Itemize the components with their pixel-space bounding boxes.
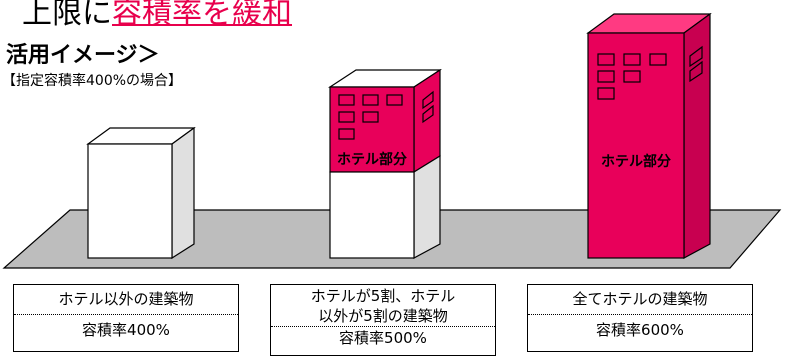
label-box-all-hotel: 全てホテルの建築物 容積率600% — [527, 284, 753, 352]
hotel-portion-label-2: ホテル部分 — [337, 151, 407, 168]
building-1-side — [171, 126, 195, 260]
label-box-half-hotel: ホテルが5割、ホテル 以外が5割の建築物 容積率500% — [270, 284, 496, 356]
hotel-portion-label-3: ホテル部分 — [601, 153, 671, 170]
label-1-line1: ホテル以外の建築物 — [58, 290, 194, 308]
condition-note: 【指定容積率400%の場合】 — [2, 73, 183, 89]
title-emphasis: 容積率を緩和 — [112, 0, 292, 31]
building-3-front — [587, 32, 685, 259]
label-2-line2: 以外が5割の建築物 — [318, 307, 448, 325]
label-far-1: 容積率400% — [82, 321, 170, 339]
building-non-hotel — [86, 126, 196, 260]
title-prefix: 上限に — [22, 0, 112, 31]
building-2-lower-side — [413, 154, 441, 260]
building-2-lower-front — [329, 171, 415, 259]
label-2-line1: ホテルが5割、ホテル — [310, 287, 456, 305]
page-title: 上限に容積率を緩和 — [22, 0, 292, 32]
building-all-hotel: ホテル部分 — [586, 12, 712, 260]
building-3-windows — [597, 45, 703, 100]
building-2-windows — [338, 90, 434, 140]
label-3-line1: 全てホテルの建築物 — [572, 290, 708, 308]
label-far-2: 容積率500% — [339, 329, 427, 347]
building-1-front — [87, 143, 173, 259]
label-desc-3: 全てホテルの建築物 — [528, 285, 752, 315]
building-half-hotel: ホテル部分 — [327, 68, 443, 260]
label-desc-1: ホテル以外の建築物 — [14, 285, 238, 315]
use-image-heading: 活用イメージ＞ — [6, 43, 160, 68]
label-desc-2: ホテルが5割、ホテル 以外が5割の建築物 — [271, 285, 495, 327]
label-box-non-hotel: ホテル以外の建築物 容積率400% — [13, 284, 239, 352]
building-2-hotel-side — [413, 68, 441, 174]
label-far-3: 容積率600% — [596, 321, 684, 339]
